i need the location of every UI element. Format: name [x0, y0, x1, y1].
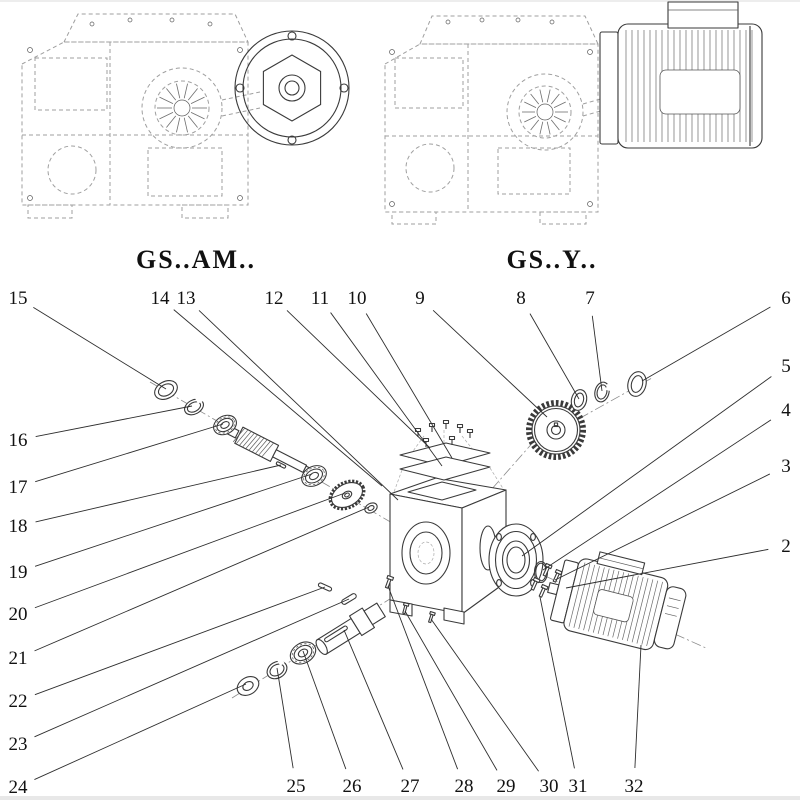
housing-cover-and-bolts: [399, 419, 491, 481]
callout-line-5: [521, 376, 772, 557]
callout-line-6: [641, 306, 771, 382]
callout-number-10: 10: [348, 288, 367, 309]
callout-number-24: 24: [9, 777, 29, 798]
page-bottom-edge: [0, 796, 800, 800]
page-top-edge: [0, 0, 800, 2]
callout-number-26: 26: [343, 776, 362, 797]
callout-number-25: 25: [287, 776, 306, 797]
main-gear: [526, 400, 586, 460]
callout-number-23: 23: [9, 734, 28, 755]
callout-number-16: 16: [9, 430, 28, 451]
callout-number-2: 2: [781, 536, 791, 557]
callout-number-28: 28: [455, 776, 474, 797]
callout-number-12: 12: [265, 288, 284, 309]
callout-line-11: [330, 312, 443, 467]
motor-label-plate: [593, 589, 634, 623]
callout-line-21: [34, 506, 370, 652]
input-bore-hatch: [522, 89, 568, 135]
callout-number-32: 32: [625, 776, 644, 797]
housing-fasteners: [384, 574, 436, 624]
exploded-view: [149, 371, 707, 699]
callout-line-14: [173, 309, 383, 487]
callout-line-22: [34, 586, 326, 696]
callout-line-19: [34, 473, 313, 567]
input-bearing: [213, 414, 237, 436]
output-flange-drawing: [234, 30, 350, 146]
callout-number-18: 18: [9, 516, 28, 537]
callout-number-21: 21: [9, 648, 28, 669]
callout-number-11: 11: [311, 288, 329, 309]
motor-exploded: [547, 551, 687, 651]
callout-line-28: [387, 585, 459, 770]
callout-number-14: 14: [151, 288, 171, 309]
worm-gear-wheel: [328, 479, 366, 511]
callout-line-17: [35, 423, 224, 483]
motor-assembled-drawing: [599, 1, 763, 149]
callout-number-7: 7: [585, 288, 595, 309]
callout-line-3: [554, 473, 771, 581]
callout-number-17: 17: [9, 477, 28, 498]
motor-flange-cover: [488, 523, 544, 597]
callout-number-13: 13: [177, 288, 196, 309]
callout-line-15: [33, 307, 167, 390]
shim-washer: [364, 502, 378, 514]
worm-bearing: [301, 465, 327, 487]
callout-number-22: 22: [9, 691, 28, 712]
callout-line-8: [529, 313, 580, 400]
callout-line-4: [542, 419, 772, 571]
input-bore-hatch: [157, 83, 207, 133]
callout-line-31: [539, 596, 575, 769]
callout-line-2: [565, 548, 769, 589]
callout-number-29: 29: [497, 776, 516, 797]
callout-number-6: 6: [781, 288, 791, 309]
worm-threads: [232, 428, 274, 457]
output-washer: [236, 676, 260, 696]
output-bearing: [289, 641, 317, 665]
callout-number-30: 30: [540, 776, 559, 797]
gear-housing: [389, 477, 507, 625]
callout-line-30: [430, 618, 539, 772]
model-label-gsam: GS..AM..: [136, 245, 256, 274]
callout-line-24: [34, 683, 247, 780]
callout-line-32: [634, 644, 642, 769]
callout-line-20: [34, 492, 346, 609]
callout-line-9: [432, 309, 548, 418]
callout-line-10: [365, 313, 453, 459]
callout-line-13: [198, 310, 399, 501]
callout-number-8: 8: [516, 288, 526, 309]
callout-number-31: 31: [569, 776, 588, 797]
gear-circlip: [594, 381, 612, 403]
terminal-box: [667, 1, 739, 29]
gear-seal-ring: [627, 371, 647, 397]
callout-line-18: [35, 464, 282, 523]
callout-line-23: [34, 598, 350, 738]
assembled-view-gsy: [384, 1, 763, 225]
callout-line-25: [276, 667, 294, 769]
seal-ring: [154, 380, 178, 400]
callout-number-5: 5: [781, 356, 791, 377]
callout-line-7: [591, 315, 603, 392]
callout-line-27: [343, 629, 404, 770]
callout-number-3: 3: [781, 456, 791, 477]
flange-screws: [530, 562, 573, 598]
callout-line-16: [35, 405, 193, 437]
callout-line-26: [302, 650, 347, 770]
motor-label-plate: [659, 69, 741, 115]
callout-line-12: [286, 310, 431, 449]
assembled-view-gsam: [21, 13, 350, 219]
callout-number-4: 4: [781, 400, 791, 421]
callout-number-19: 19: [9, 562, 28, 583]
output-shaft: [315, 602, 386, 656]
callout-number-20: 20: [9, 604, 28, 625]
callout-line-29: [404, 610, 498, 771]
retaining-ring: [184, 395, 204, 416]
model-label-gsy: GS..Y..: [506, 245, 597, 274]
callout-number-9: 9: [415, 288, 425, 309]
gear-washer: [570, 389, 588, 411]
callout-number-15: 15: [9, 288, 28, 309]
callout-number-27: 27: [401, 776, 420, 797]
